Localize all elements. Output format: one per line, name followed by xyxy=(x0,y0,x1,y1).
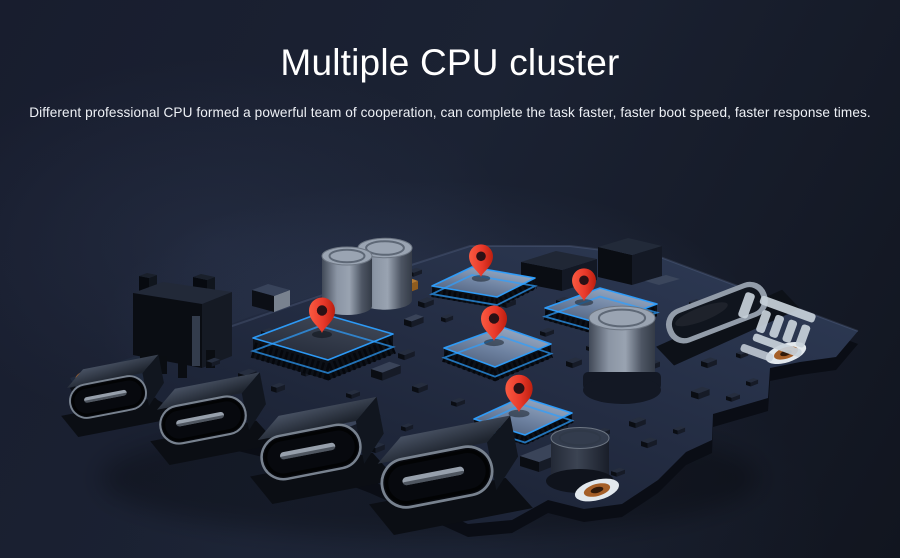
cpu-chip-4 xyxy=(441,326,554,382)
hero-copy: Multiple CPU cluster Different professio… xyxy=(0,0,900,120)
connector-block xyxy=(133,273,232,378)
small-ic-left xyxy=(252,284,290,312)
capacitor-3 xyxy=(583,305,661,404)
location-pin-icon-cpu-1 xyxy=(309,297,335,339)
usb-c-port-2 xyxy=(150,372,278,466)
screw-hole-2 xyxy=(574,478,620,502)
usb-c-port-1 xyxy=(61,354,175,438)
capacitor-4-dark xyxy=(546,427,614,493)
page-title: Multiple CPU cluster xyxy=(280,42,620,83)
location-pin-icon-cpu-4 xyxy=(481,305,507,347)
location-pin-icon-cpu-2 xyxy=(469,244,493,282)
location-pin-icon-cpu-5 xyxy=(505,374,533,418)
usb-c-port-4 xyxy=(369,415,533,536)
cpu-chip-2 xyxy=(429,266,538,309)
antenna-traces xyxy=(738,292,816,362)
cpu-chip-1 xyxy=(250,312,396,381)
page-subtitle: Different professional CPU formed a powe… xyxy=(29,105,871,120)
capacitor-1 xyxy=(321,246,373,315)
location-pin-icon-cpu-3 xyxy=(572,268,596,306)
usb-c-port-3 xyxy=(250,396,397,505)
crystal-oscillator xyxy=(656,281,801,366)
